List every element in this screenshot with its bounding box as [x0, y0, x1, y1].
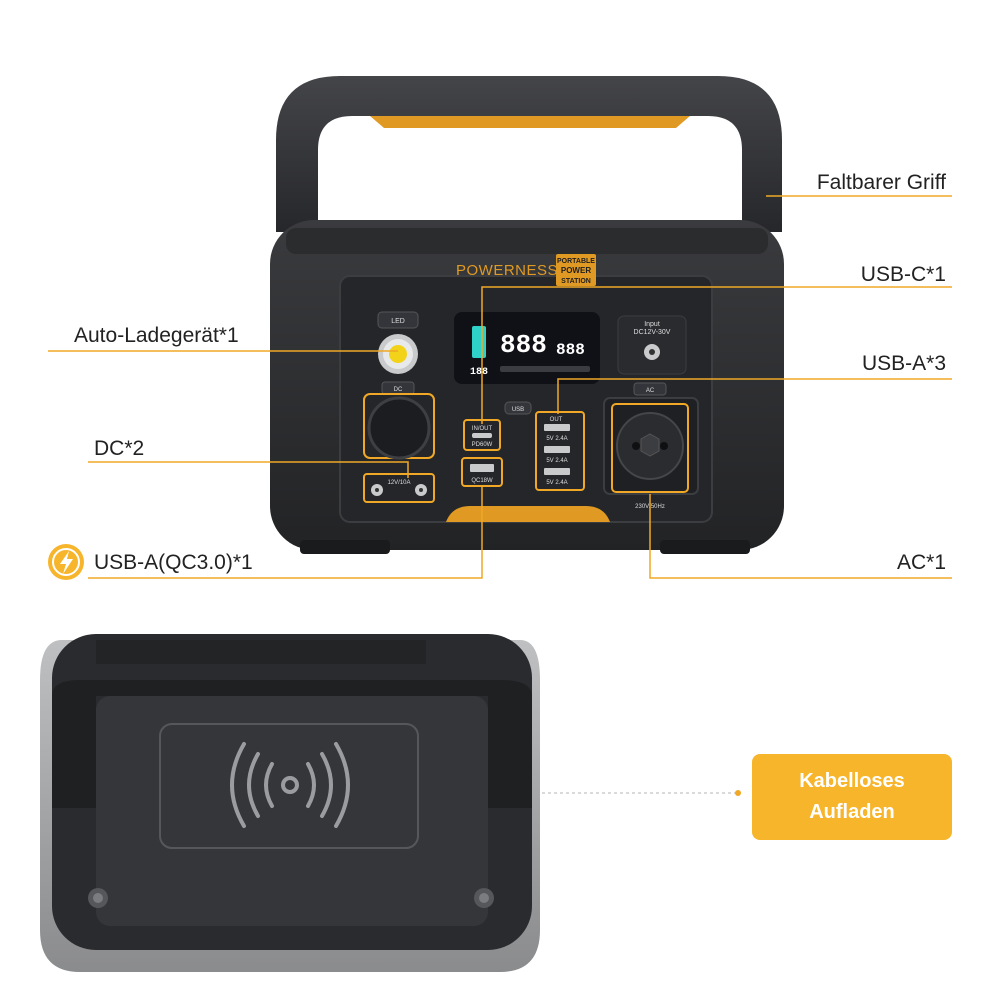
led-button [377, 311, 419, 329]
dc-rating: 12V/10A [387, 480, 410, 486]
usb-a-out-label: OUT [550, 417, 563, 423]
dc-port-label: DC [394, 387, 403, 393]
lcd-secondary-digits: 888 [556, 341, 585, 359]
usb-a-rating-1: 5V 2.4A [546, 436, 567, 442]
ac-button [633, 382, 667, 396]
lcd-percent: 188 [470, 367, 488, 378]
dc-5521-frame [363, 473, 435, 503]
usb-qc-label: QC18W [471, 478, 493, 484]
lightning-bolt-icon [48, 544, 84, 580]
wireless-charging-icon [230, 742, 350, 828]
lcd-main-digits: 888 [500, 330, 547, 360]
power-station-top [40, 634, 540, 972]
usb-a-rating-3: 5V 2.4A [546, 480, 567, 486]
label-ac: AC*1 [896, 551, 946, 574]
station-badge [556, 254, 596, 286]
brand-logo: POWERNESS [456, 262, 558, 279]
bottom-accent [446, 506, 610, 522]
label-dc: DC*2 [94, 437, 145, 460]
led-label: LED [391, 318, 405, 325]
leader-wireless-dot-right [735, 790, 741, 796]
wireless-charging-label: Kabelloses Aufladen [799, 770, 905, 823]
input-title: Input [644, 321, 660, 328]
usb-c-label-2: PD60W [472, 442, 493, 448]
leader-lines [48, 195, 952, 579]
usb-button-label: USB [512, 407, 524, 413]
label-qc: USB-A(QC3.0)*1 [94, 551, 253, 574]
top-panel [96, 696, 488, 926]
top-handle [52, 680, 532, 808]
car-socket-indicator [389, 345, 407, 363]
usb-button [504, 401, 532, 415]
leader-qc [88, 486, 483, 579]
cigarette-socket [367, 396, 431, 460]
ac-button-label: AC [646, 388, 655, 394]
label-usba: USB-A*3 [861, 352, 946, 375]
battery-gauge [472, 326, 486, 358]
power-station-front: POWERNESS PORTABLE POWER STATION LED DC … [270, 76, 784, 554]
leader-dc [88, 461, 409, 478]
badge-line-2: POWER [561, 266, 591, 275]
handle [276, 76, 782, 232]
leader-usbc [481, 286, 952, 424]
leader-ac [649, 494, 952, 579]
leader-usba [557, 378, 952, 414]
badge-line-3: STATION [561, 278, 591, 285]
input-range: DC12V-30V [634, 329, 671, 336]
usb-a-rating-2: 5V 2.4A [546, 458, 567, 464]
handle-grip-stripe [370, 116, 690, 128]
usb-a-frame [535, 411, 585, 491]
label-car-charger: Auto-Ladegerät*1 [74, 324, 239, 347]
label-handle: Faltbarer Griff [816, 171, 946, 194]
wireless-pad [159, 723, 419, 849]
label-usbc: USB-C*1 [860, 263, 946, 286]
badge-line-1: PORTABLE [557, 258, 595, 265]
usb-c-label-1: IN/OUT [472, 426, 493, 432]
wireless-charging-badge: Kabelloses Aufladen [752, 754, 952, 840]
